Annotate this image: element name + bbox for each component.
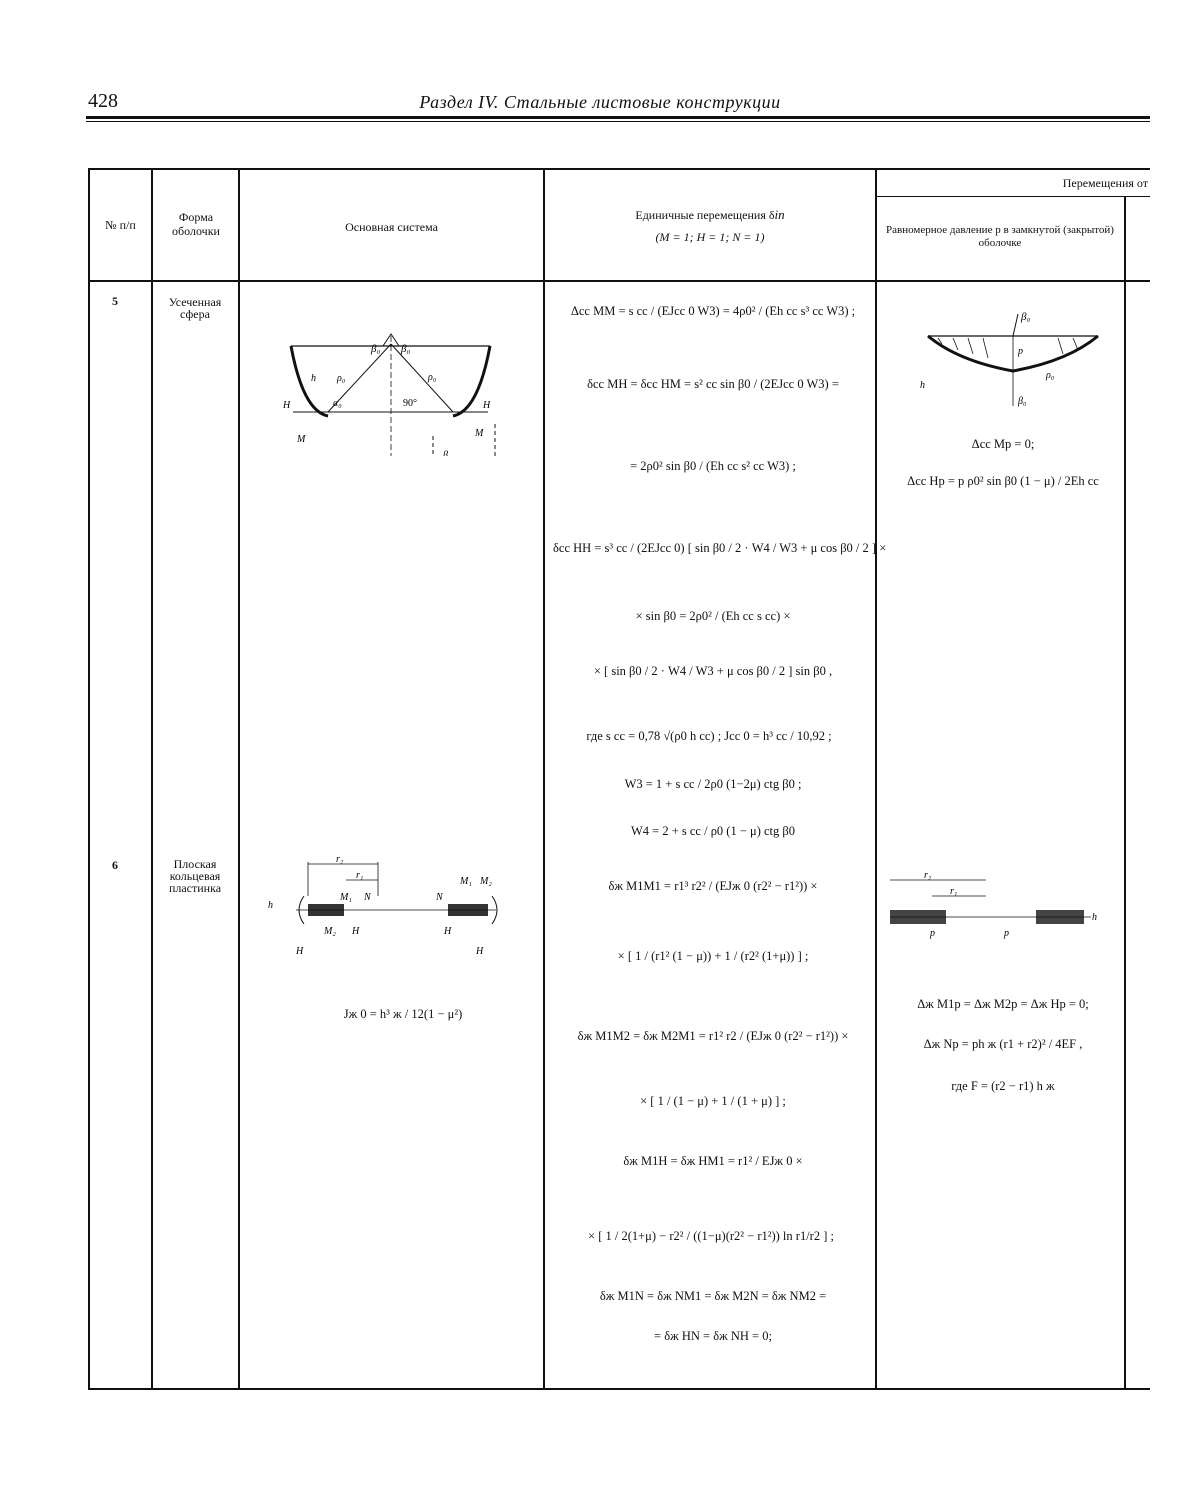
- svg-text:r₂: r₂: [336, 856, 344, 865]
- header-displacements-from: Перемещения от: [988, 176, 1148, 190]
- svg-text:M₁: M₁: [459, 876, 472, 887]
- truncated-sphere-diagram: β₀ β₀ h ρ₀ ρ₀ α₀ 90° H H M M β₀: [283, 316, 498, 456]
- svg-text:β₀: β₀: [442, 450, 452, 456]
- formula: Jж 0 = h³ ж / 12(1 − μ²): [318, 1006, 488, 1022]
- svg-text:β₀: β₀: [1017, 396, 1027, 407]
- formula: × [ sin β0 / 2 · W4 / W3 + μ cos β0 / 2 …: [553, 663, 873, 679]
- formula-table: № п/п Форма оболочки Основная система Ед…: [88, 168, 1150, 1390]
- svg-text:p: p: [929, 928, 935, 939]
- table-border-left: [88, 168, 90, 1390]
- subheader-rule: [875, 196, 1150, 197]
- svg-text:N: N: [435, 892, 444, 903]
- formula: δcc MH = δcc HM = s² cc sin β0 / (2EJcc …: [553, 376, 873, 392]
- svg-text:h: h: [1092, 912, 1097, 923]
- svg-text:H: H: [482, 400, 491, 411]
- svg-text:M₂: M₂: [323, 926, 336, 937]
- svg-text:β₀: β₀: [370, 343, 380, 355]
- header-unit-title: Единичные перемещения δ: [635, 208, 774, 222]
- col-divider: [151, 168, 153, 1390]
- formula: δcc HH = s³ cc / (2EJcc 0) [ sin β0 / 2 …: [553, 540, 873, 556]
- svg-text:H: H: [295, 946, 304, 957]
- formula: × [ 1 / 2(1+μ) − r2² / ((1−μ)(r2² − r1²)…: [548, 1228, 874, 1244]
- header-num: № п/п: [90, 218, 151, 232]
- formula: δж M1H = δж HM1 = r1² / EJж 0 ×: [553, 1153, 873, 1169]
- header-unit-sub: (M = 1; H = 1; N = 1): [545, 230, 875, 244]
- col-divider: [875, 168, 877, 1390]
- shape-name: Плоская кольцевая пластинка: [154, 858, 236, 894]
- svg-text:M: M: [474, 428, 484, 439]
- svg-text:r₂: r₂: [924, 870, 932, 881]
- svg-text:h: h: [268, 900, 273, 911]
- svg-text:H: H: [443, 926, 452, 937]
- header-shape: Форма оболочки: [156, 210, 236, 238]
- header-unit-displacements: Единичные перемещения δin (M = 1; H = 1;…: [545, 208, 875, 244]
- shape-name: Усеченная сфера: [156, 296, 234, 320]
- col-divider: [238, 168, 240, 1390]
- svg-text:β₀: β₀: [400, 343, 410, 355]
- formula: W4 = 2 + s cc / ρ0 (1 − μ) ctg β0: [553, 823, 873, 839]
- svg-text:ρ₀: ρ₀: [427, 372, 437, 383]
- svg-text:p: p: [1017, 346, 1023, 357]
- table-top-border: [88, 168, 1150, 170]
- svg-text:β₀: β₀: [1020, 311, 1030, 323]
- formula: Δcc Hp = p ρ0² sin β0 (1 − μ) / 2Eh cc: [888, 473, 1118, 489]
- formula: × sin β0 = 2ρ0² / (Eh cc s cc) ×: [553, 608, 873, 624]
- svg-text:H: H: [351, 926, 360, 937]
- formula: Δcc MM = s cc / (EJcc 0 W3) = 4ρ0² / (Eh…: [553, 303, 873, 319]
- col-divider: [1124, 196, 1126, 280]
- plate-pressure-diagram: r₂ r₁ p p h: [886, 868, 1106, 948]
- row-number: 5: [112, 294, 118, 309]
- header-system: Основная система: [240, 220, 543, 234]
- formula: δж M1N = δж NM1 = δж M2N = δж NM2 =: [553, 1288, 873, 1304]
- svg-text:M: M: [296, 434, 306, 445]
- running-title: Раздел IV. Стальные листовые конструкции: [0, 92, 1200, 113]
- svg-text:ρ₀: ρ₀: [336, 373, 346, 384]
- formula: δж M1M2 = δж M2M1 = r1² r2 / (EJж 0 (r2²…: [553, 1028, 873, 1044]
- header-rule-thin: [86, 121, 1150, 122]
- header-bottom-border: [88, 280, 1150, 282]
- formula: × [ 1 / (1 − μ) + 1 / (1 + μ) ] ;: [553, 1093, 873, 1109]
- svg-text:r₁: r₁: [950, 886, 957, 897]
- formula: Δж Np = ph ж (r1 + r2)² / 4EF ,: [888, 1036, 1118, 1052]
- svg-text:ρ₀: ρ₀: [1045, 370, 1055, 381]
- svg-text:H: H: [283, 400, 291, 411]
- svg-text:p: p: [1003, 928, 1009, 939]
- formula: = 2ρ0² sin β0 / (Eh cc s² cc W3) ;: [553, 458, 873, 474]
- svg-text:h: h: [311, 373, 316, 384]
- svg-text:H: H: [475, 946, 484, 957]
- header-uniform-pressure: Равномерное давление p в замкнутой (закр…: [877, 224, 1123, 250]
- svg-text:N: N: [363, 892, 372, 903]
- formula: Δж M1p = Δж M2p = Δж Hp = 0;: [888, 996, 1118, 1012]
- col-divider: [1124, 280, 1126, 1390]
- svg-text:r₁: r₁: [356, 870, 363, 881]
- col-divider: [543, 168, 545, 1390]
- svg-text:α₀: α₀: [333, 398, 342, 409]
- svg-text:M₂: M₂: [479, 876, 492, 887]
- formula: δж M1M1 = r1³ r2² / (EJж 0 (r2² − r1²)) …: [553, 878, 873, 894]
- row-number: 6: [112, 858, 118, 873]
- header-rule: [86, 116, 1150, 119]
- formula: W3 = 1 + s cc / 2ρ0 (1−2μ) ctg β0 ;: [553, 776, 873, 792]
- table-bottom-border: [88, 1388, 1150, 1390]
- formula: × [ 1 / (r1² (1 − μ)) + 1 / (r2² (1+μ)) …: [553, 948, 873, 964]
- formula: Δcc Mp = 0;: [888, 436, 1118, 452]
- svg-text:90°: 90°: [403, 398, 417, 409]
- annular-plate-diagram: r₂ r₁ M₁ N N M₁ M₂ M₂ H H H H h: [266, 856, 506, 981]
- formula: = δж HN = δж NH = 0;: [553, 1328, 873, 1344]
- sphere-pressure-diagram: β₀ p h ρ₀ β₀: [918, 306, 1108, 411]
- formula: где s cc = 0,78 √(ρ0 h cc) ; Jcc 0 = h³ …: [546, 728, 872, 744]
- svg-text:h: h: [920, 380, 925, 391]
- svg-text:M₁: M₁: [339, 892, 352, 903]
- formula: где F = (r2 − r1) h ж: [888, 1078, 1118, 1094]
